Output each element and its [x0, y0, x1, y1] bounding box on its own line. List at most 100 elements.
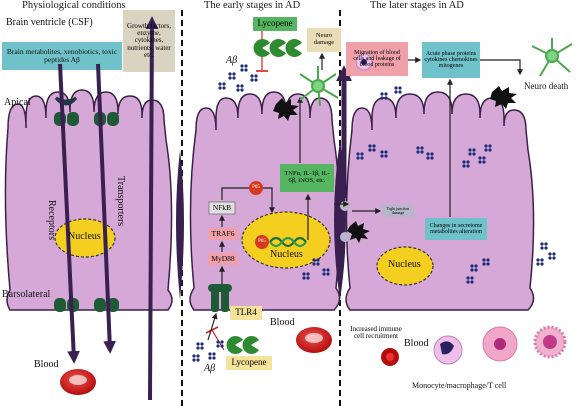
nucleus-label-2: Nucleus	[270, 249, 303, 260]
nucleus-label-1: Nucleus	[68, 231, 101, 242]
abeta-dot	[212, 356, 216, 360]
abeta-dot	[302, 276, 306, 280]
tight-junction-dot-2	[340, 232, 350, 242]
abeta-dot	[384, 92, 388, 96]
myd88-box	[208, 253, 238, 265]
abeta-dot	[426, 152, 430, 156]
monocyte-icon	[433, 335, 463, 365]
abeta-dot	[468, 148, 472, 152]
csf-label: Brain ventricle (CSF)	[6, 17, 93, 28]
epithelial-cell-2	[189, 91, 341, 311]
abeta-dot	[240, 84, 244, 88]
abeta-bottom-label: Aβ	[204, 363, 216, 374]
header-physiological: Physiological conditions	[22, 0, 126, 11]
blood-label-mid: Blood	[270, 317, 295, 328]
epithelial-cell-1	[4, 89, 173, 311]
abeta-dot	[254, 74, 258, 78]
abeta-dot	[462, 164, 466, 168]
neuro-damage-box	[307, 28, 341, 52]
abeta-dot	[384, 96, 388, 100]
abeta-dot	[484, 144, 488, 148]
macrophage-icon	[482, 326, 518, 362]
lycopene-bottom-label: Lycopene	[231, 357, 267, 368]
blood-cell-right	[381, 348, 399, 366]
abeta-dot	[482, 156, 486, 160]
tnfa-box	[280, 164, 334, 192]
damage-splat-junction	[347, 221, 370, 243]
abeta-dot	[372, 144, 376, 148]
abeta-dot	[430, 152, 434, 156]
abeta-dot	[192, 358, 196, 362]
monocyte-label: Monocyte/macrophage/T cell	[412, 381, 507, 390]
abeta-dot	[470, 268, 474, 272]
dna-icon	[269, 236, 307, 248]
abeta-dot	[468, 152, 472, 156]
abeta-dot	[368, 148, 372, 152]
abeta-dot	[544, 246, 548, 250]
abeta-dot	[466, 280, 470, 284]
abeta-dot	[250, 78, 254, 82]
p65-nucleus-icon	[255, 235, 269, 249]
abeta-dot	[228, 76, 232, 80]
abeta-dot	[540, 258, 544, 262]
abeta-dot	[200, 342, 204, 346]
epithelial-cell-3	[345, 91, 535, 311]
abeta-dot	[326, 268, 330, 272]
abeta-dot	[326, 272, 330, 276]
tlr4-box	[230, 306, 262, 320]
abeta-top-label: Aβ	[226, 55, 238, 66]
abeta-dot	[244, 64, 248, 68]
abeta-dot	[232, 76, 236, 80]
abeta-dot	[306, 272, 310, 276]
damage-splat-late	[490, 86, 517, 109]
neuro-death-label: Neuro death	[524, 81, 569, 91]
apical-label: Apical	[4, 97, 31, 108]
abeta-dot	[196, 354, 200, 358]
traf6-label: TRAF6	[211, 229, 235, 239]
abeta-dot	[540, 242, 544, 246]
abeta-dot	[322, 268, 326, 272]
tight-junction-label: Tight junction damage	[386, 205, 410, 215]
receptor-arrow	[58, 63, 80, 364]
abeta-dot	[372, 148, 376, 152]
abeta-dot	[196, 342, 200, 346]
abeta-dot	[316, 262, 320, 266]
abeta-dot	[250, 74, 254, 78]
abeta-dot	[312, 258, 316, 262]
abeta-dot	[398, 86, 402, 90]
blood-label-right: Blood	[404, 338, 429, 349]
transporter-arrow	[96, 63, 117, 354]
nucleus-label-3: Nucleus	[388, 259, 421, 270]
changes-box	[425, 218, 487, 240]
abeta-dot	[466, 164, 470, 168]
lycopene-bottom-icon	[226, 336, 259, 355]
abeta-dot	[236, 88, 240, 92]
abeta-dot	[552, 256, 556, 260]
abeta-dot	[470, 276, 474, 280]
abeta-dot	[420, 150, 424, 154]
abeta-dot	[466, 160, 470, 164]
abeta-dot	[540, 262, 544, 266]
abeta-dot	[212, 352, 216, 356]
abeta-tlr4-arrow	[207, 312, 218, 341]
abeta-dot	[254, 78, 258, 82]
abeta-dot	[482, 262, 486, 266]
abeta-dot	[228, 72, 232, 76]
receptors-label: Receptors	[46, 200, 57, 240]
abeta-dot	[208, 352, 212, 356]
dna-icon-strand	[269, 236, 307, 248]
abeta-dot	[222, 86, 226, 90]
lycopene-top-box	[253, 17, 297, 31]
tlr4-label: TLR4	[235, 307, 257, 318]
abeta-dot	[488, 144, 492, 148]
acute-phase-label: Acute phase proteins cytokines chemokine…	[424, 50, 478, 70]
abeta-dot	[380, 150, 384, 154]
abeta-dot	[240, 88, 244, 92]
p65-nucleus-label: P65	[258, 239, 266, 245]
abeta-dot	[478, 160, 482, 164]
abeta-dot	[544, 242, 548, 246]
abeta-dot	[416, 150, 420, 154]
basolateral-label: Barsolateral	[2, 289, 51, 300]
abeta-dot	[216, 340, 220, 344]
